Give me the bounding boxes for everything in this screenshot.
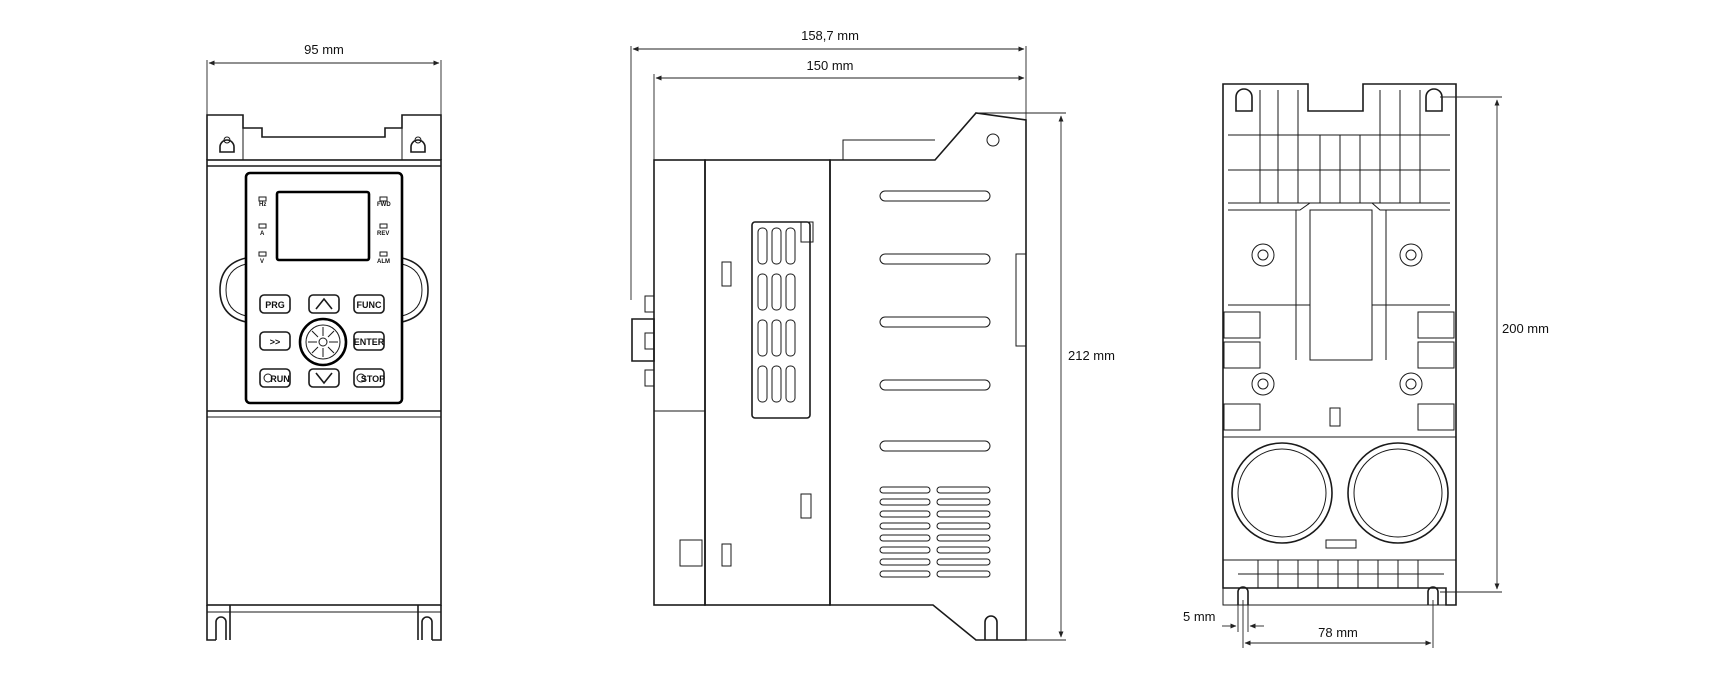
side-heatsink — [829, 112, 1027, 641]
led-label-a: A — [260, 231, 265, 237]
mount-height-label: 200 mm — [1502, 321, 1549, 336]
stop-icon — [356, 373, 366, 383]
enter-key-label: ENTER — [354, 337, 385, 347]
heatsink-fins — [879, 190, 991, 452]
jog-dial-icon — [298, 317, 348, 367]
side-height-dimension: 212 mm — [975, 112, 1115, 641]
front-top-bracket — [206, 114, 442, 160]
led-indicators-right: FWD REV ALM — [377, 196, 391, 265]
run-icon — [263, 373, 273, 383]
rear-keyhole-right — [1425, 88, 1443, 112]
front-right-grip — [401, 257, 429, 323]
up-arrow-icon — [315, 297, 333, 310]
rear-rib-grid-top — [1228, 90, 1450, 204]
led-label-v: V — [260, 259, 264, 265]
rear-side-blocks — [1223, 311, 1455, 431]
enter-key — [353, 331, 385, 351]
rear-bottom-slot-right — [1427, 586, 1439, 605]
body-depth-label: 150 mm — [807, 58, 854, 73]
led-label-hz: Hz — [259, 202, 266, 208]
led-label-rev: REV — [377, 231, 389, 237]
front-width-label: 95 mm — [304, 42, 344, 57]
rear-bottom-slot-left — [1237, 586, 1249, 605]
front-keypad: Hz A V FWD REV ALM PRG FUNC — [244, 171, 404, 405]
rear-view: 200 mm 78 mm 5 mm — [1183, 83, 1549, 648]
run-key — [259, 368, 291, 388]
rear-width-dimension: 78 mm — [1242, 600, 1434, 648]
rear-rib-grid-bottom — [1238, 560, 1444, 588]
front-bottom-bracket — [206, 604, 442, 641]
hole-size-label: 5 mm — [1183, 609, 1216, 624]
rear-screw-bosses — [1251, 243, 1423, 396]
prg-key-label: PRG — [265, 300, 285, 310]
led-indicators-left: Hz A V — [258, 196, 267, 265]
height-label: 212 mm — [1068, 348, 1115, 363]
led-label-alm: ALM — [377, 259, 390, 265]
side-view: 158,7 mm 150 mm 212 mm — [630, 28, 1115, 641]
down-key — [308, 368, 340, 388]
side-foot-slot — [984, 615, 998, 640]
rear-hole-dimension: 5 mm — [1183, 605, 1264, 632]
shift-key — [259, 331, 291, 351]
side-vent-grille — [751, 221, 811, 419]
run-key-label: RUN — [270, 374, 290, 384]
up-key — [308, 294, 340, 314]
prg-key — [259, 294, 291, 314]
led-label-fwd: FWD — [377, 202, 391, 208]
side-front-cover — [653, 159, 706, 606]
rear-body — [1222, 83, 1457, 606]
front-view: 95 mm Hz A — [206, 42, 442, 641]
stop-key — [353, 368, 385, 388]
front-left-grip — [219, 257, 247, 323]
display-window — [275, 190, 371, 262]
side-vent-slots — [757, 227, 796, 403]
side-connector — [631, 318, 655, 362]
rear-center-channel — [1309, 209, 1373, 361]
down-arrow-icon — [315, 372, 333, 385]
rear-height-dimension: 200 mm — [1440, 96, 1549, 593]
rear-keyhole-left — [1235, 88, 1253, 112]
bottom-vent-slots — [879, 486, 991, 578]
side-depth-dimensions: 158,7 mm 150 mm — [630, 28, 1027, 640]
overall-depth-label: 158,7 mm — [801, 28, 859, 43]
stop-key-label: STOP — [361, 374, 385, 384]
mount-width-label: 78 mm — [1318, 625, 1358, 640]
rear-cable-entries — [1231, 442, 1449, 549]
func-key-label: FUNC — [357, 300, 382, 310]
func-key — [353, 294, 385, 314]
keypad-frame — [244, 171, 404, 405]
front-width-dimension: 95 mm — [206, 42, 442, 118]
shift-key-label: >> — [270, 337, 281, 347]
